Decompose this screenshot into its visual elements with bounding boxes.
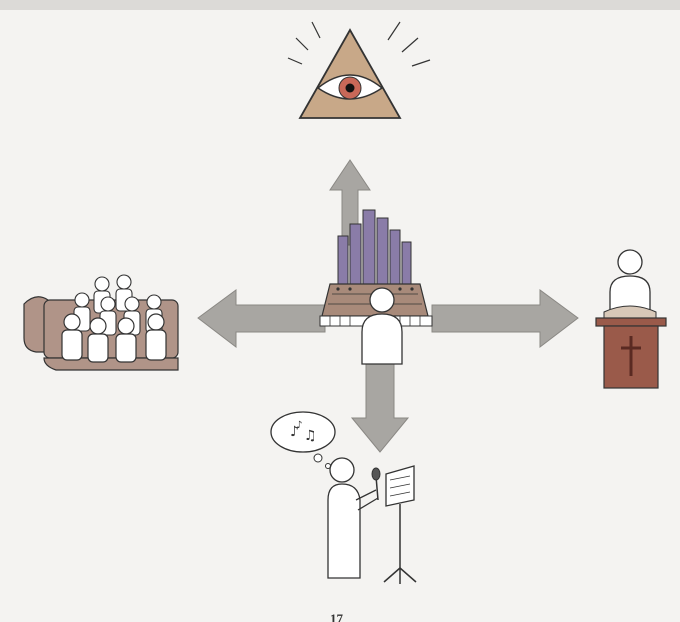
svg-text:♪: ♪ xyxy=(290,424,299,440)
arrow-right xyxy=(431,289,579,349)
organist-at-organ-icon xyxy=(319,209,433,365)
arrow-down xyxy=(350,361,410,453)
svg-text:♪: ♪ xyxy=(296,420,302,431)
congregation-icon xyxy=(23,274,179,371)
all-seeing-eye-icon xyxy=(287,21,431,119)
arrow-left xyxy=(197,289,326,349)
singer-with-music-stand-icon: ♪ ♫ ♪ xyxy=(270,411,417,584)
page-number: 17 xyxy=(330,611,343,622)
svg-text:♫: ♫ xyxy=(304,428,317,444)
preacher-at-pulpit-icon xyxy=(595,249,667,389)
